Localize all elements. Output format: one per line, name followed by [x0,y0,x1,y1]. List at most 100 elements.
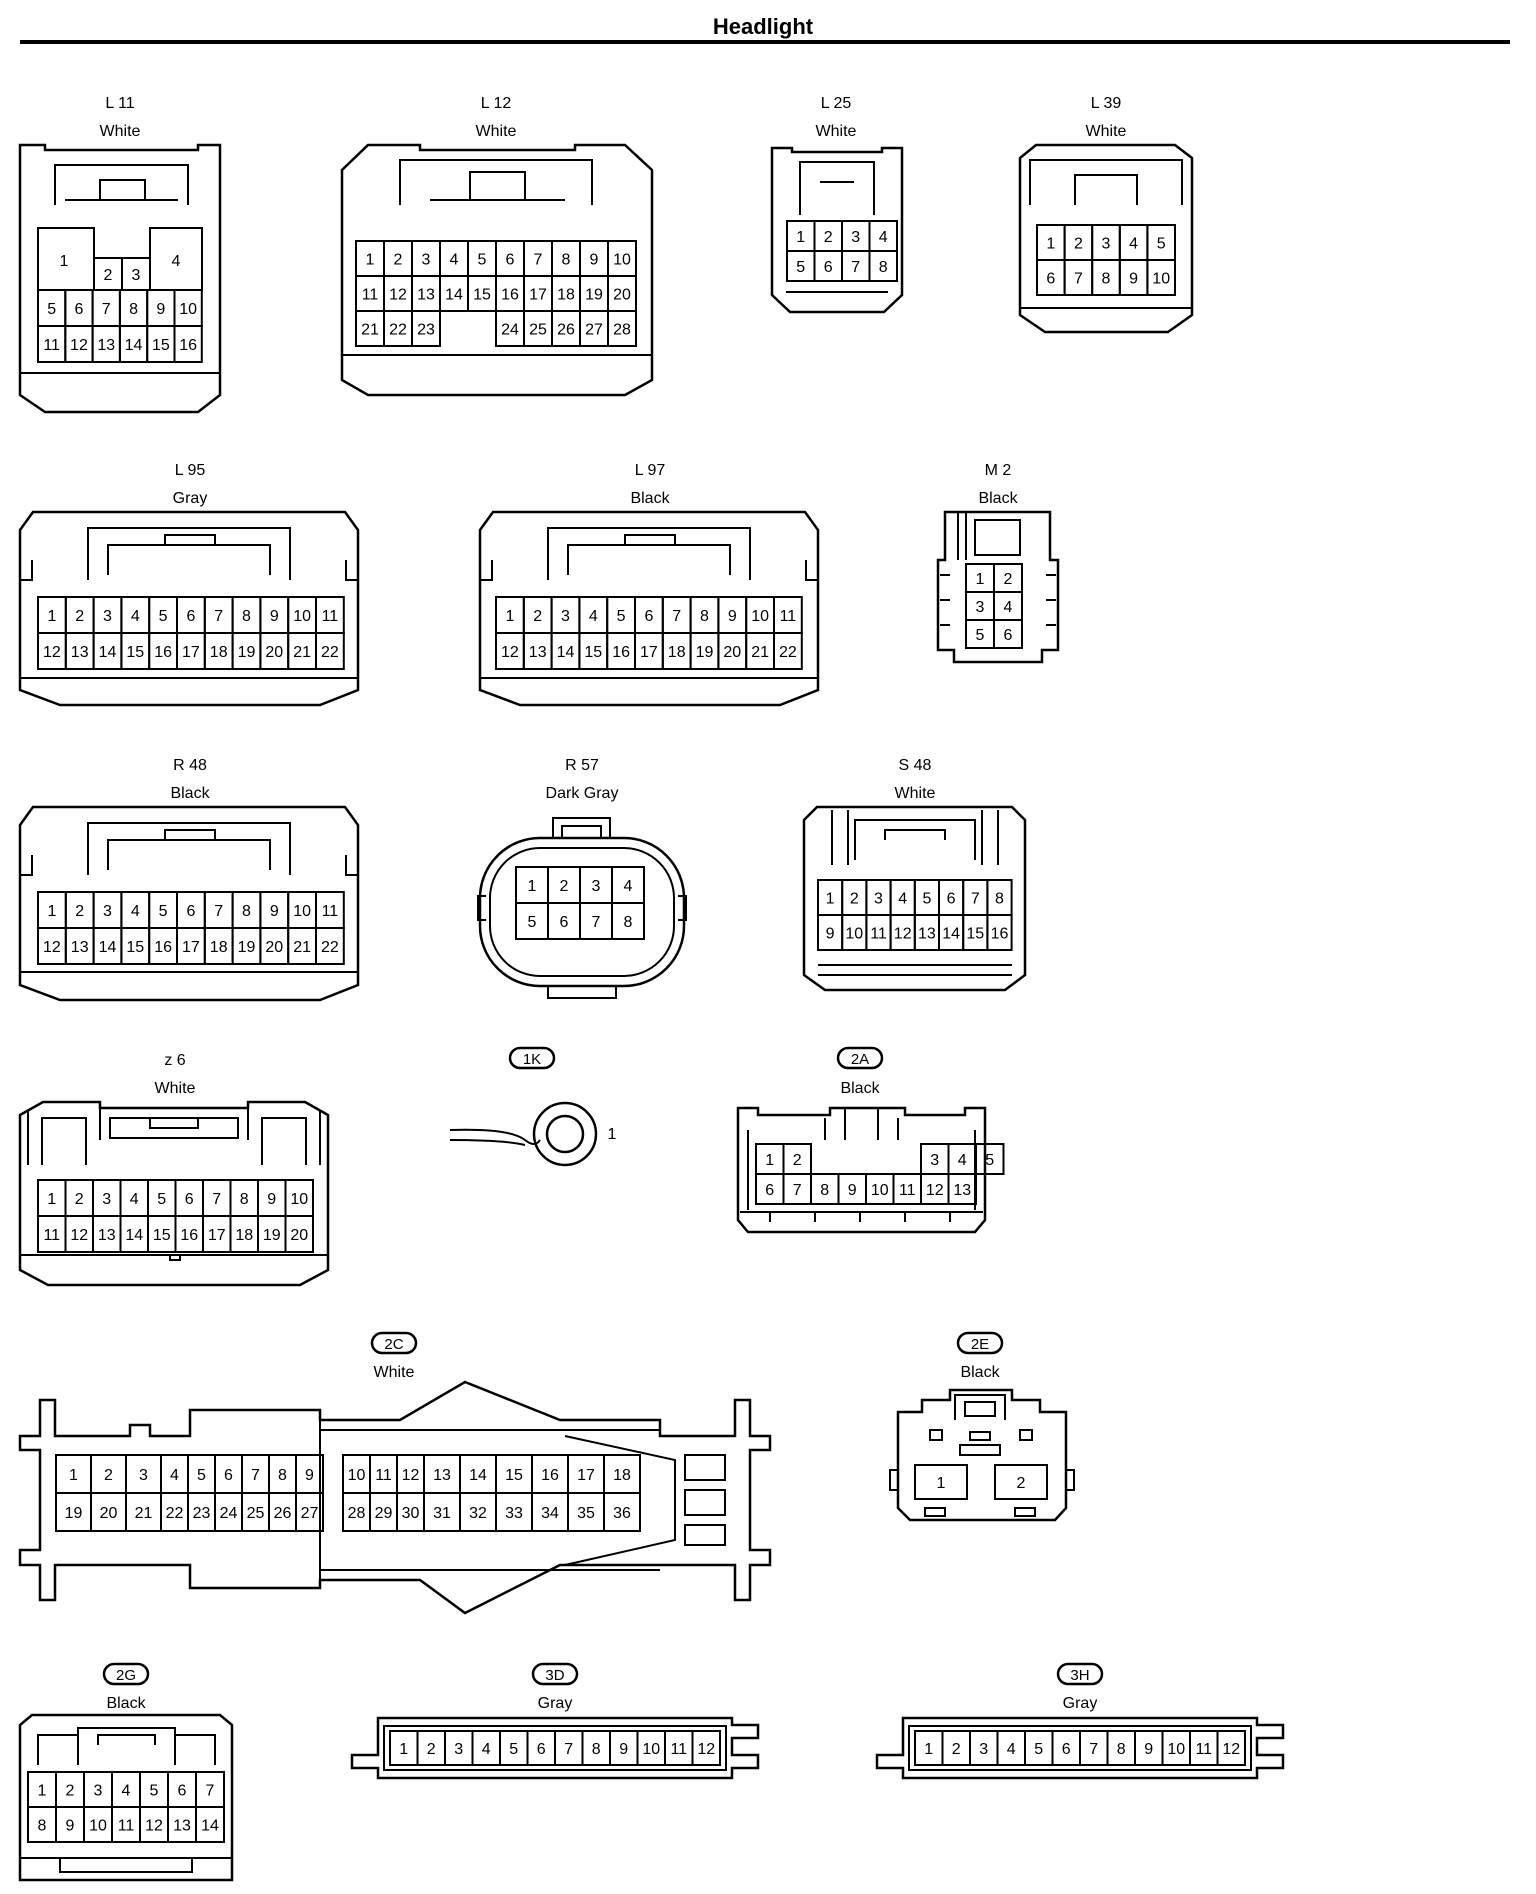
pin-label: 6 [186,903,195,920]
pin-label: 13 [98,1227,116,1244]
connector-color: White [100,123,141,140]
pin-label: 13 [918,926,936,943]
pin-label: 8 [240,1191,249,1208]
pin-label: 6 [947,891,956,908]
pin-label: 10 [89,1818,107,1835]
pin-label: 7 [534,252,543,269]
pin-label: 15 [473,287,491,304]
connector-housing [18,143,222,414]
connector-housing [340,143,654,397]
connector-code: 2A [851,1051,869,1068]
connector-code: M 2 [985,462,1012,479]
pin-label: 15 [505,1467,523,1484]
pin-label: 6 [560,914,569,931]
pin-label: 9 [590,252,599,269]
pin-label: 26 [557,322,575,339]
pin-label: 15 [966,926,984,943]
pin-label: 10 [293,903,311,920]
pin-label: 7 [971,891,980,908]
pin-label: 25 [247,1505,265,1522]
pin-label: 10 [293,608,311,625]
connector-code: 2G [116,1667,136,1684]
pin-label: 1 [924,1741,933,1758]
connector-code: R 57 [565,757,599,774]
pin-label: 5 [1157,236,1166,253]
pin-label: 13 [173,1818,191,1835]
pin-label: 2 [394,252,403,269]
pin-label: 34 [541,1505,559,1522]
pin-label: 1 [47,608,56,625]
pin-label: 8 [38,1818,47,1835]
housing-lock [547,527,751,580]
pin-label: 22 [779,644,797,661]
pin-label: 36 [613,1505,631,1522]
pin-label: 9 [728,608,737,625]
pin-box [773,632,803,670]
pin-label: 2 [560,878,569,895]
connector-code: 3H [1070,1667,1089,1684]
pin-label: 32 [469,1505,487,1522]
pin-label: 9 [305,1467,314,1484]
pin-label: 18 [557,287,575,304]
pin-label: 11 [375,1467,392,1484]
pin-label: 2 [824,229,833,246]
pin-label: 8 [129,301,138,318]
pin-label: 22 [389,322,407,339]
pin-label: 1 [60,253,69,270]
connector-code: 3D [545,1667,564,1684]
pin-label: 25 [529,322,547,339]
pin-box [691,1730,721,1766]
pin-box [994,1464,1048,1500]
housing-latch [684,1454,726,1546]
pin-label: 14 [99,939,117,956]
pin-label: 12 [402,1467,420,1484]
pin-label: 5 [1034,1741,1043,1758]
pin-label: 16 [991,926,1009,943]
pin-label: 26 [274,1505,292,1522]
pin-label: 3 [139,1467,148,1484]
pin-box [993,619,1023,649]
pin-label: 1 [399,1741,408,1758]
pin-label: 3 [1102,236,1111,253]
connector-color: Black [960,1364,1000,1381]
housing-seam [20,560,358,679]
pin-label: 5 [157,1191,166,1208]
pin-box [173,325,203,363]
pin-label: 9 [826,926,835,943]
terminal-lead-inner [449,1139,526,1146]
connector-color: White [374,1364,415,1381]
pin-label: 24 [501,322,519,339]
page-title: Headlight [713,14,814,39]
pin-label: 18 [235,1227,253,1244]
pin-label: 22 [166,1505,184,1522]
connector-code-badge [836,1046,884,1070]
connector-code: R 48 [173,757,207,774]
pin-label: 1 [765,1152,774,1169]
connector-color: White [816,123,857,140]
pin-label: 3 [976,599,985,616]
connector-housing [736,1106,987,1234]
pin-label: 9 [1144,1741,1153,1758]
pin-label: 1 [47,1191,56,1208]
pin-label: 5 [197,1467,206,1484]
pin-label: 15 [584,644,602,661]
pin-label: 22 [321,939,339,956]
pin-label: 7 [206,1783,215,1800]
pin-label: 1 [38,1783,47,1800]
pin-label: 1 [69,1467,78,1484]
connector-code: 1K [523,1051,541,1068]
pin-label: 5 [796,259,805,276]
pin-label: 5 [985,1152,994,1169]
pin-label: 7 [212,1191,221,1208]
